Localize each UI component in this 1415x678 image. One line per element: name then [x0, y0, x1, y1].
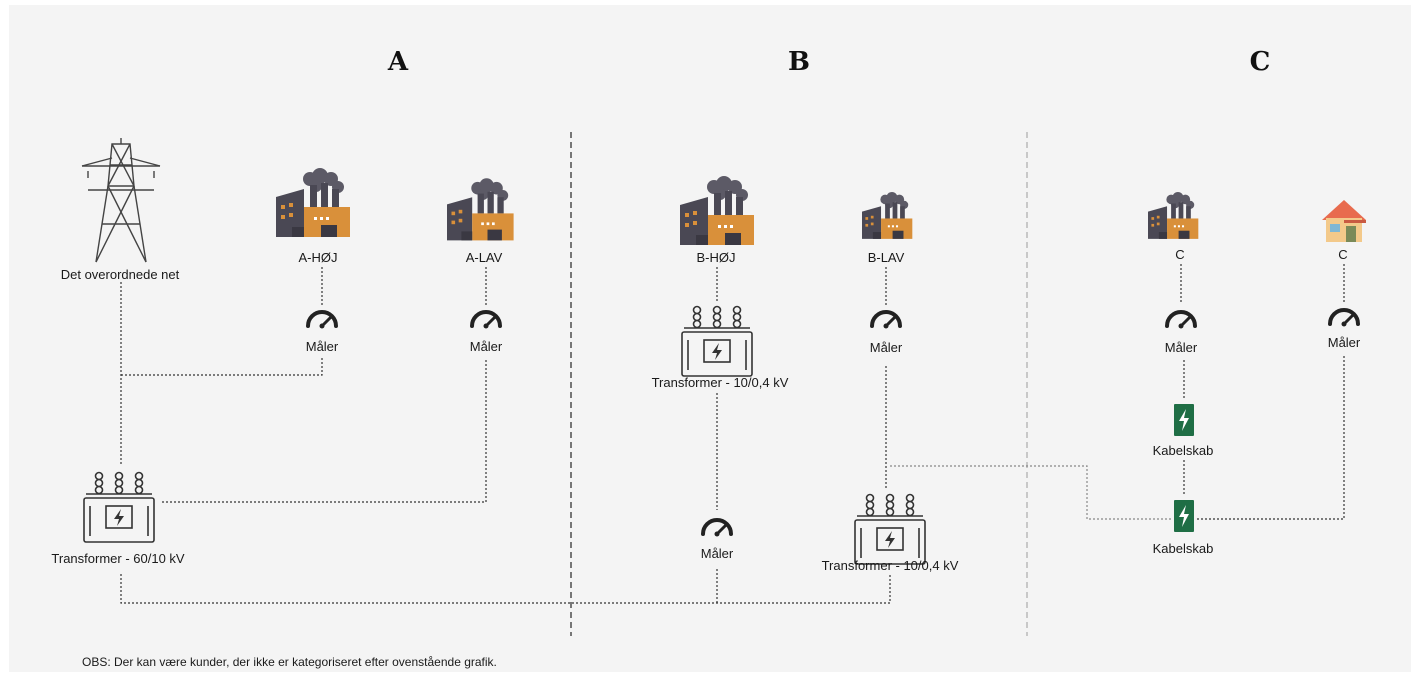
meter-icon	[306, 310, 338, 331]
b-meter1-label: Måler	[870, 340, 903, 355]
b-transformer1-label: Transformer - 10/0,4 kV	[652, 375, 789, 390]
c-meter1-label: Måler	[1165, 340, 1198, 355]
c-house-label: C	[1338, 247, 1347, 262]
factory-icon	[680, 176, 754, 245]
meter-icon	[870, 310, 902, 331]
a-hoj-label: A-HØJ	[299, 250, 338, 265]
section-c-heading: C	[1250, 47, 1271, 77]
b-meter2-label: Måler	[701, 546, 734, 561]
c-meter2-label: Måler	[1328, 335, 1361, 350]
c-factory-label: C	[1175, 247, 1184, 262]
c-cabinet2-label: Kabelskab	[1153, 541, 1214, 556]
c-cabinet1-label: Kabelskab	[1153, 443, 1214, 458]
house-icon	[1322, 200, 1366, 242]
a-meter2-label: Måler	[470, 339, 503, 354]
power-pylon-icon	[81, 138, 161, 263]
cable-cabinet-icon	[1174, 404, 1194, 436]
b-hoj-label: B-HØJ	[697, 250, 736, 265]
section-b-heading: B	[788, 47, 810, 77]
diagram-panel	[9, 5, 1411, 672]
meter-icon	[701, 518, 733, 539]
meter-icon	[470, 310, 502, 331]
a-lav-label: A-LAV	[466, 250, 503, 265]
a-meter1-label: Måler	[306, 339, 339, 354]
factory-icon	[1148, 191, 1199, 239]
cable-cabinet-icon	[1174, 500, 1194, 532]
factory-icon	[447, 178, 514, 241]
footnote: OBS: Der kan være kunder, der ikke er ka…	[82, 655, 497, 669]
section-a-heading: A	[387, 47, 409, 77]
meter-icon	[1165, 310, 1197, 331]
factory-icon	[276, 168, 350, 237]
meter-icon	[1328, 308, 1360, 329]
factory-icon	[862, 191, 913, 239]
transformer-icon	[854, 493, 926, 565]
a-transformer-label: Transformer - 60/10 kV	[51, 551, 185, 566]
transformer-icon	[83, 471, 155, 543]
b-transformer2-label: Transformer - 10/0,4 kV	[822, 558, 959, 573]
connection-lines	[120, 264, 1345, 604]
b-lav-label: B-LAV	[868, 250, 905, 265]
grid-label: Det overordnede net	[61, 267, 180, 282]
transformer-icon	[681, 305, 753, 377]
